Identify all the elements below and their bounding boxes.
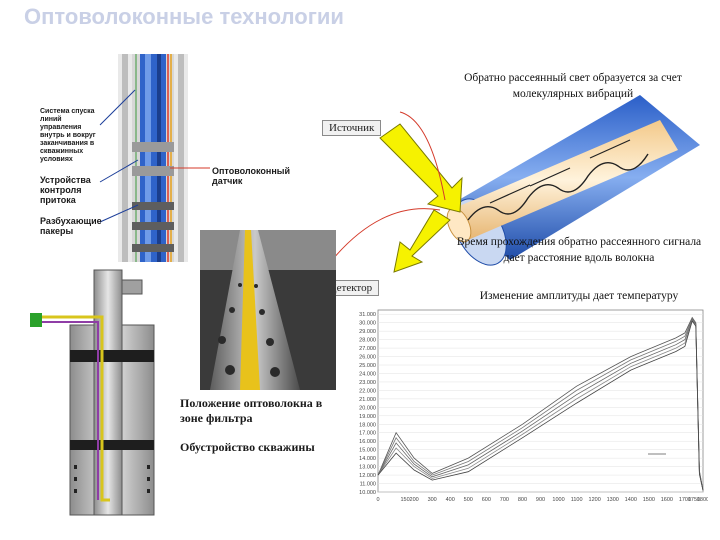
series-line — [377, 316, 704, 491]
x-tick-label: 150 — [400, 497, 409, 503]
y-tick-label: 26.000 — [359, 355, 376, 361]
y-tick-label: 20.000 — [359, 405, 376, 411]
temperature-chart: 31.000 30.000 29.000 28.000 27.000 26.000 25.0… — [359, 309, 708, 503]
y-tick-label: 19.000 — [359, 414, 376, 420]
x-tick-label: 0 — [376, 497, 379, 503]
x-tick-label: 1200 — [589, 497, 601, 503]
x-tick-label: 600 — [482, 497, 491, 503]
x-tick-label: 1100 — [571, 497, 583, 503]
x-tick-label: 400 — [446, 497, 455, 503]
caption-filter-zone: Положение оптоволокна в зоне фильтра — [180, 396, 323, 425]
y-tick-label: 21.000 — [359, 397, 376, 403]
x-tick-label: 1750 — [688, 497, 700, 503]
caption-well-construction: Обустройство скважины — [180, 440, 315, 454]
x-tick-label: 1400 — [625, 497, 637, 503]
y-tick-label: 10.000 — [359, 490, 376, 496]
y-tick-label: 12.000 — [359, 473, 376, 479]
series-line — [377, 318, 704, 491]
y-tick-label: 17.000 — [359, 431, 376, 437]
y-tick-label: 24.000 — [359, 371, 376, 377]
y-tick-label: 25.000 — [359, 363, 376, 369]
x-tick-label: 1800 — [697, 497, 708, 503]
note-travel-time: Время прохождения обратно рассеянного си… — [456, 236, 702, 264]
label-swellable-packers: Разбухающие пакеры — [40, 216, 102, 236]
x-tick-label: 1300 — [607, 497, 619, 503]
x-tick-label: 800 — [518, 497, 527, 503]
x-tick-label: 300 — [428, 497, 437, 503]
label-inflow-devices: Устройства контроля притока — [40, 175, 91, 205]
y-tick-label: 23.000 — [359, 380, 376, 386]
x-tick-label: 900 — [536, 497, 545, 503]
series-line — [377, 317, 704, 491]
well-completion-diagram — [118, 54, 188, 262]
source-label: Источник — [322, 120, 382, 136]
x-tick-label: 700 — [500, 497, 509, 503]
note-backscatter: Обратно рассеянный свет образуется за сч… — [464, 72, 682, 100]
x-tick-label: 1700 — [679, 497, 691, 503]
x-tick-label: 1000 — [552, 497, 564, 503]
y-tick-label: 13.000 — [359, 465, 376, 471]
page-title: Оптоволоконные технологии — [24, 4, 344, 29]
label-control-lines: Система спуска линий управления внутрь и… — [40, 108, 96, 163]
y-tick-label: 30.000 — [359, 321, 376, 327]
y-tick-label: 11.000 — [360, 482, 376, 488]
y-tick-label: 14.000 — [359, 456, 376, 462]
y-tick-label: 16.000 — [359, 439, 376, 445]
x-tick-label: 1500 — [643, 497, 655, 503]
y-tick-label: 22.000 — [359, 388, 376, 394]
y-tick-label: 27.000 — [359, 346, 376, 352]
filter-screen-photo — [200, 230, 336, 390]
x-tick-label: 1600 — [661, 497, 673, 503]
chart-plot-area — [377, 309, 704, 493]
y-tick-label: 18.000 — [359, 422, 376, 428]
y-tick-label: 28.000 — [359, 338, 376, 344]
y-tick-label: 29.000 — [359, 329, 376, 335]
x-tick-label: 200 — [410, 497, 419, 503]
series-line — [377, 320, 704, 491]
detector-label: Детектор — [322, 280, 380, 296]
x-tick-label: 500 — [464, 497, 473, 503]
series-line — [377, 319, 704, 491]
well-construction-schematic — [30, 269, 155, 516]
label-fiber-sensor: Оптоволоконный датчик — [212, 166, 290, 186]
note-amplitude: Изменение амплитуды дает температуру — [479, 290, 679, 302]
y-tick-label: 31.000 — [359, 312, 376, 318]
fiber-physics-diagram — [327, 95, 700, 273]
y-tick-label: 15.000 — [359, 448, 376, 454]
